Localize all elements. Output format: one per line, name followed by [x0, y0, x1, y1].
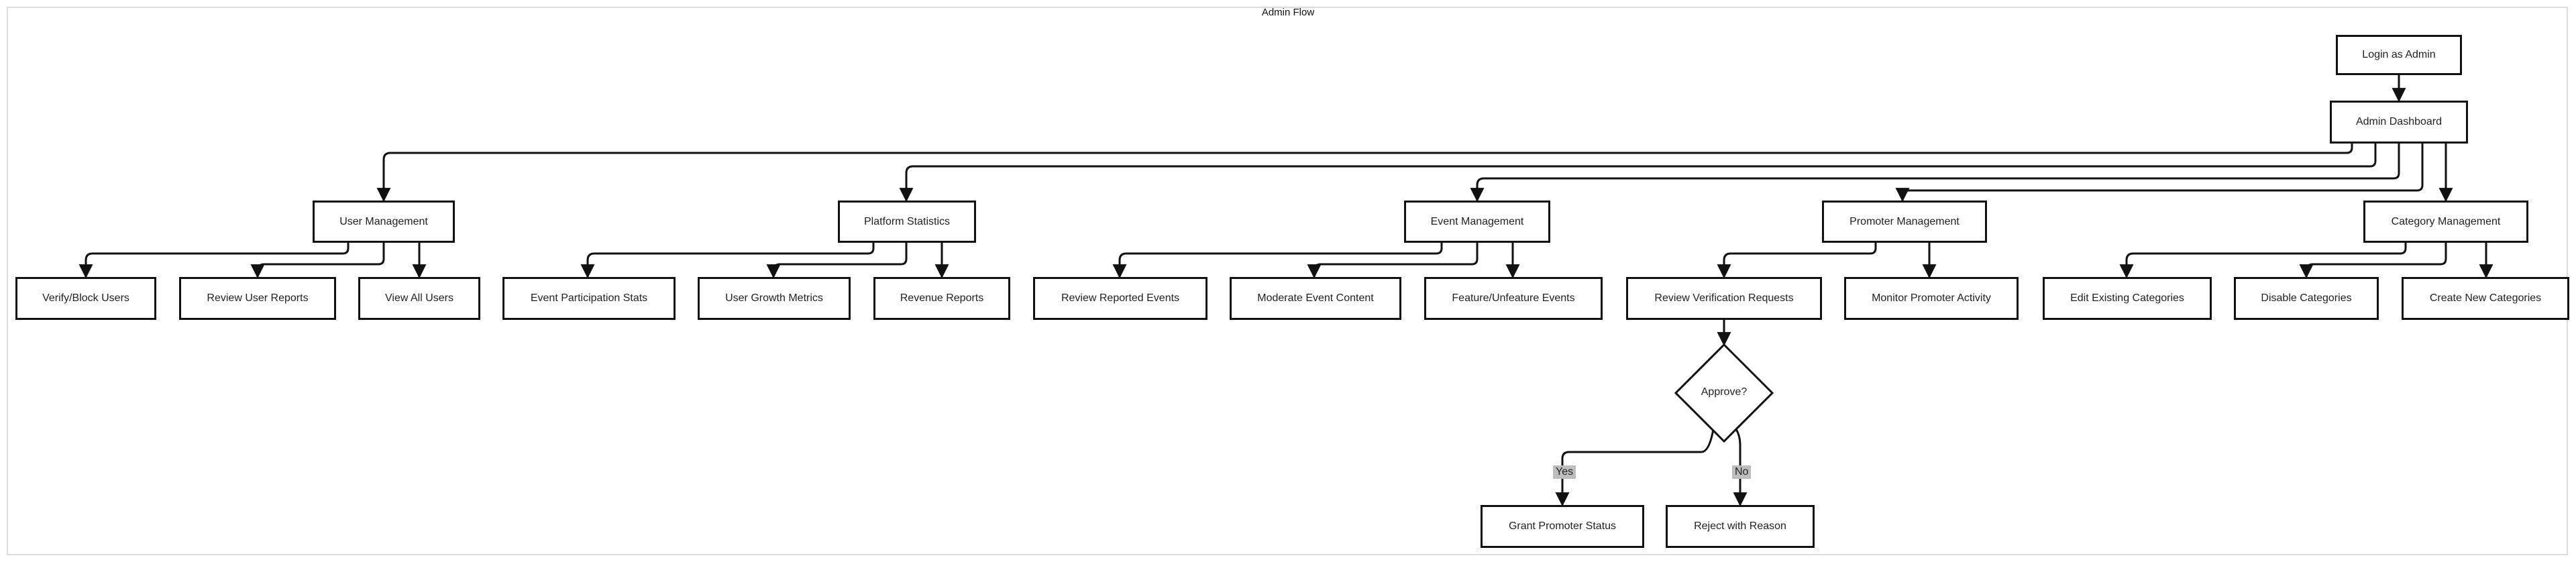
approve-diamond-shape [1674, 343, 1774, 443]
edge-dashboard-platform-stats [899, 144, 2377, 203]
node-edit-existing-categories: Edit Existing Categories [2043, 277, 2212, 320]
edge-dashboard-event-mgmt [1470, 144, 2400, 203]
node-user-growth-metrics: User Growth Metrics [698, 277, 851, 320]
node-event-management: Event Management [1404, 201, 1550, 243]
diagram-title: Admin Flow [1261, 7, 1315, 18]
node-event-participation-stats: Event Participation Stats [502, 277, 676, 320]
node-view-all-users: View All Users [358, 277, 480, 320]
node-moderate-event-content: Moderate Event Content [1230, 277, 1401, 320]
edge-dashboard-promoter-mgmt [1895, 144, 2424, 203]
edge-approve-no [1733, 429, 1748, 507]
node-promoter-management: Promoter Management [1822, 201, 1987, 243]
edge-dashboard-user-mgmt [376, 144, 2353, 203]
node-review-reported-events: Review Reported Events [1033, 277, 1208, 320]
node-reject-with-reason: Reject with Reason [1666, 505, 1815, 548]
edge-label-no: No [1732, 465, 1752, 479]
edge-category-edit [2119, 243, 2407, 279]
edge-category-disable [2299, 243, 2447, 279]
edge-approve-yes [1555, 429, 1715, 507]
node-admin-dashboard: Admin Dashboard [2330, 101, 2468, 144]
node-category-management: Category Management [2363, 201, 2528, 243]
edge-stats-participation [580, 243, 875, 279]
edge-promoter-review [1717, 243, 1877, 279]
node-disable-categories: Disable Categories [2234, 277, 2379, 320]
edge-user-verify [78, 243, 350, 279]
node-platform-statistics: Platform Statistics [838, 201, 976, 243]
edge-event-review [1112, 243, 1443, 279]
node-grant-promoter-status: Grant Promoter Status [1481, 505, 1644, 548]
node-review-verification-requests: Review Verification Requests [1626, 277, 1822, 320]
node-verify-block-users: Verify/Block Users [15, 277, 156, 320]
node-review-user-reports: Review User Reports [179, 277, 336, 320]
edge-user-review [250, 243, 385, 279]
node-create-new-categories: Create New Categories [2402, 277, 2569, 320]
node-monitor-promoter-activity: Monitor Promoter Activity [1844, 277, 2019, 320]
edge-stats-growth [766, 243, 908, 279]
edge-event-moderate [1307, 243, 1479, 279]
node-feature-unfeature-events: Feature/Unfeature Events [1424, 277, 1603, 320]
node-revenue-reports: Revenue Reports [873, 277, 1010, 320]
node-approve-decision: Approve? [1701, 386, 1748, 398]
node-user-management: User Management [313, 201, 455, 243]
node-login-as-admin: Login as Admin [2336, 35, 2462, 75]
edge-label-yes: Yes [1553, 465, 1576, 479]
